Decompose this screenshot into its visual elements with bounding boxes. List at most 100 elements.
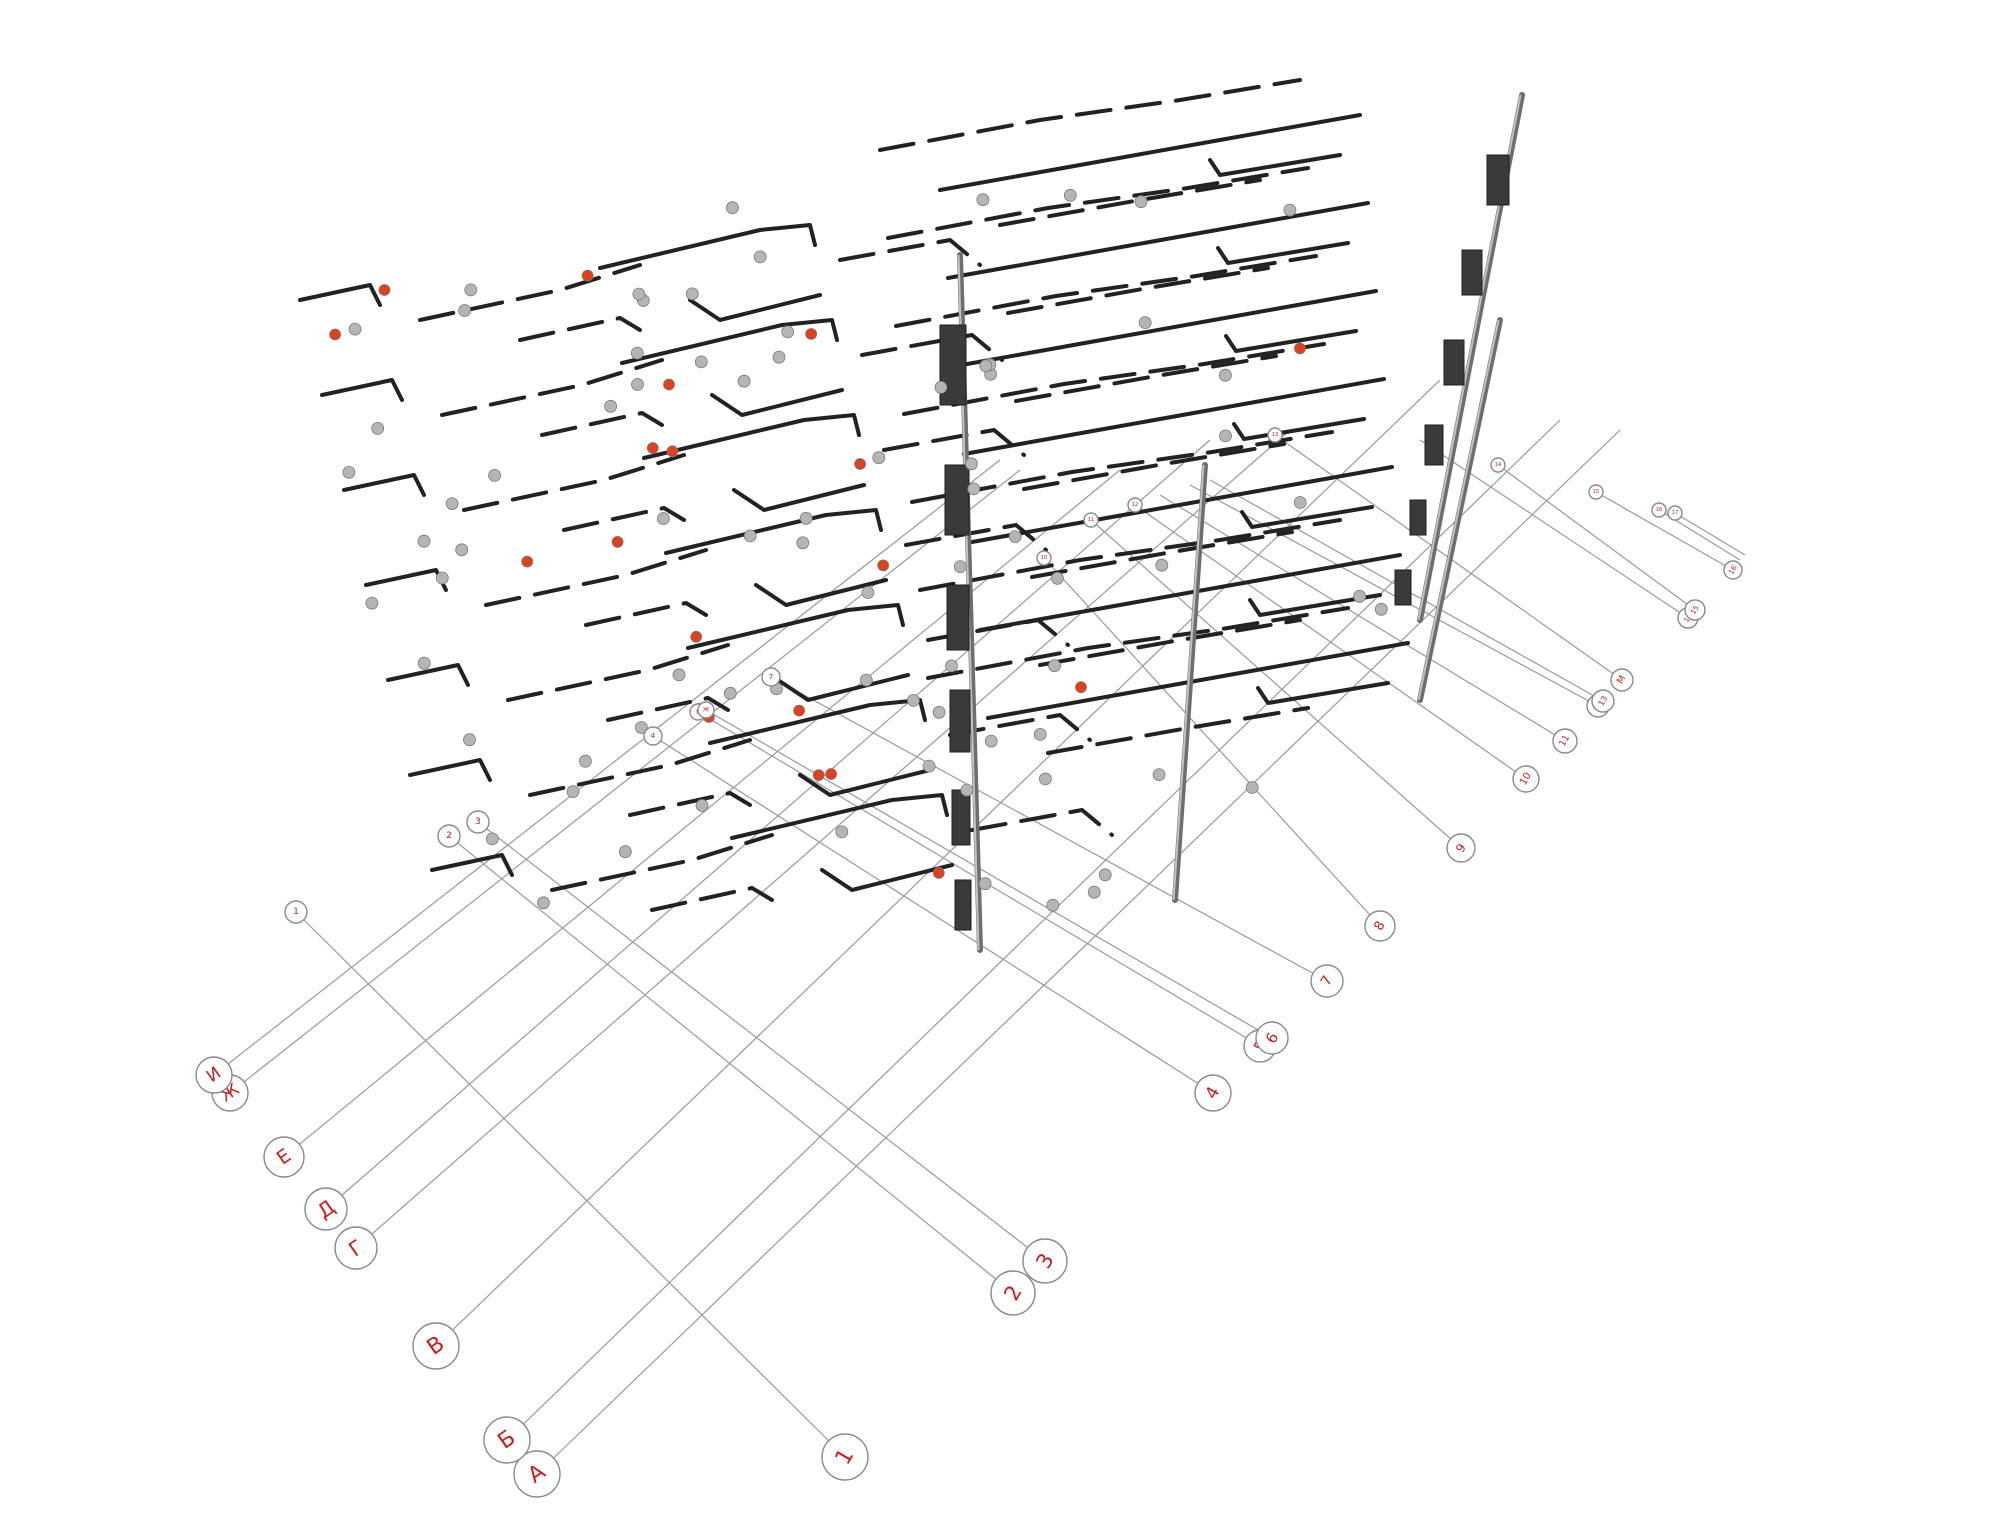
storage-tank-2 — [946, 584, 970, 651]
axis-label-far-t4: 13 — [1272, 432, 1278, 438]
gray-fixture-node — [772, 350, 786, 364]
riser-pipe-1 — [1172, 462, 1208, 903]
gray-fixture-node — [799, 511, 813, 525]
pipe-l5-1 — [528, 738, 752, 797]
pipe-r1-0 — [886, 166, 1310, 240]
axis-bubble-far-e2: Ж — [697, 701, 715, 719]
axis-bubble-far-7: 7 — [761, 667, 781, 687]
axis-bubble-far-t8: 17 — [1667, 505, 1683, 521]
pipe-l0-1 — [418, 263, 642, 322]
pipe-r0-3 — [1208, 153, 1342, 177]
axis-label-11: 11 — [1558, 734, 1572, 749]
axis-bubble-11: 11 — [1552, 728, 1578, 754]
axis-label-far-3: 3 — [475, 817, 481, 827]
grid-line-23 — [1497, 464, 1696, 611]
riser-pipe-3 — [1417, 317, 1503, 703]
grid-line-26 — [1674, 512, 1746, 556]
grid-line-5 — [283, 469, 1121, 1158]
gray-fixture-node — [1098, 868, 1112, 882]
grid-axis-bubbles: А Б В Г Д Е Ж И — [195, 427, 1743, 1498]
gray-fixture-node — [932, 705, 946, 719]
grid-line-7 — [213, 459, 1001, 1076]
risers — [939, 92, 1525, 953]
pipe-r4-3 — [1240, 505, 1374, 529]
axis-bubble-10: 10 — [1512, 765, 1540, 793]
pipe-r3-3 — [1232, 417, 1366, 441]
gray-fixture-node — [984, 734, 998, 748]
axis-bubble-far-t1: 10 — [1036, 550, 1052, 566]
axis-bubble-m: М — [1610, 668, 1634, 692]
gray-fixture-node — [1063, 188, 1077, 202]
pipe-r4-2 — [1030, 530, 1294, 579]
grid-line-10 — [477, 821, 1046, 1262]
pipe-l3-1 — [484, 548, 708, 607]
pipe-r6-0 — [926, 606, 1350, 680]
fixtures — [329, 188, 1388, 912]
pipe-l0-4 — [688, 293, 822, 322]
gray-fixture-node — [1155, 558, 1169, 572]
gray-fixture-node — [1046, 898, 1060, 912]
axis-bubble-far-t5: 14 — [1490, 457, 1506, 473]
axis-bubble-d: Д — [304, 1187, 348, 1231]
axis-bubble-a: А — [513, 1450, 561, 1498]
gray-fixture-node — [417, 656, 431, 670]
pipe-l3-2 — [664, 508, 883, 555]
storage-tank-4 — [951, 789, 971, 846]
pipe-r0-0 — [878, 78, 1302, 152]
axis-bubble-16: 16 — [1723, 560, 1743, 580]
gray-fixture-node — [455, 543, 469, 557]
axis-bubble-4: 4 — [1194, 1074, 1232, 1112]
storage-tank-11 — [1394, 569, 1412, 606]
gray-fixture-node — [965, 457, 978, 471]
pipe-r0-2 — [998, 178, 1262, 227]
axis-label-far-t6: 15 — [1593, 489, 1599, 495]
storage-tank-8 — [1443, 339, 1465, 386]
pipe-r1-1 — [946, 201, 1370, 280]
axis-bubble-13: 13 — [1591, 689, 1615, 713]
red-fixture-node — [663, 378, 675, 391]
gray-fixture-node — [960, 783, 974, 797]
pipe-r5-2 — [1038, 618, 1302, 667]
axis-label-m: М — [1616, 674, 1629, 686]
pipe-r6-2 — [1046, 706, 1310, 755]
axis-label-13: 13 — [1597, 694, 1610, 707]
gray-fixture-node — [1219, 429, 1232, 443]
pipe-l0-0 — [298, 283, 382, 307]
red-fixture-node — [1075, 681, 1087, 694]
pipe-l3-5 — [904, 522, 1048, 552]
axis-bubble-8: 8 — [1364, 910, 1396, 942]
pipe-l6-2 — [730, 793, 949, 840]
gray-fixture-node — [694, 355, 708, 369]
pipe-l2-4 — [732, 483, 866, 512]
axis-label-far-t2: 11 — [1088, 517, 1094, 523]
axis-bubble-15: 15 — [1684, 599, 1706, 621]
gray-fixture-node — [458, 304, 472, 317]
gray-fixture-node — [726, 201, 739, 215]
gray-fixture-node — [796, 536, 810, 550]
gray-fixture-node — [1374, 602, 1388, 616]
axis-bubble-b: Б — [483, 1416, 531, 1464]
riser-highlight-1 — [1172, 464, 1205, 901]
grid-line-11 — [652, 735, 1214, 1094]
gray-fixture-node — [737, 374, 751, 388]
grid-line-4 — [325, 439, 1211, 1210]
grid-line-9 — [448, 835, 1014, 1294]
pipe-r4-1 — [970, 465, 1394, 544]
pipe-l1-2 — [620, 318, 839, 365]
pipe-l2-0 — [342, 473, 426, 497]
storage-tank-5 — [954, 879, 972, 931]
red-fixture-node — [805, 328, 818, 340]
gray-fixture-node — [753, 250, 767, 264]
gray-fixture-node — [618, 845, 632, 859]
gray-fixture-node — [695, 799, 709, 812]
gray-fixture-node — [859, 673, 873, 687]
pipe-l6-1 — [550, 833, 774, 892]
axis-bubble-i: И — [195, 1056, 233, 1094]
gray-fixture-node — [922, 759, 936, 773]
axis-bubble-far-4: 4 — [643, 726, 663, 746]
gray-fixture-node — [743, 529, 757, 543]
red-fixture-node — [877, 559, 890, 572]
storage-tank-3 — [949, 689, 971, 753]
axis-bubble-6: 6 — [1255, 1021, 1289, 1055]
gray-fixture-node — [1134, 195, 1148, 209]
